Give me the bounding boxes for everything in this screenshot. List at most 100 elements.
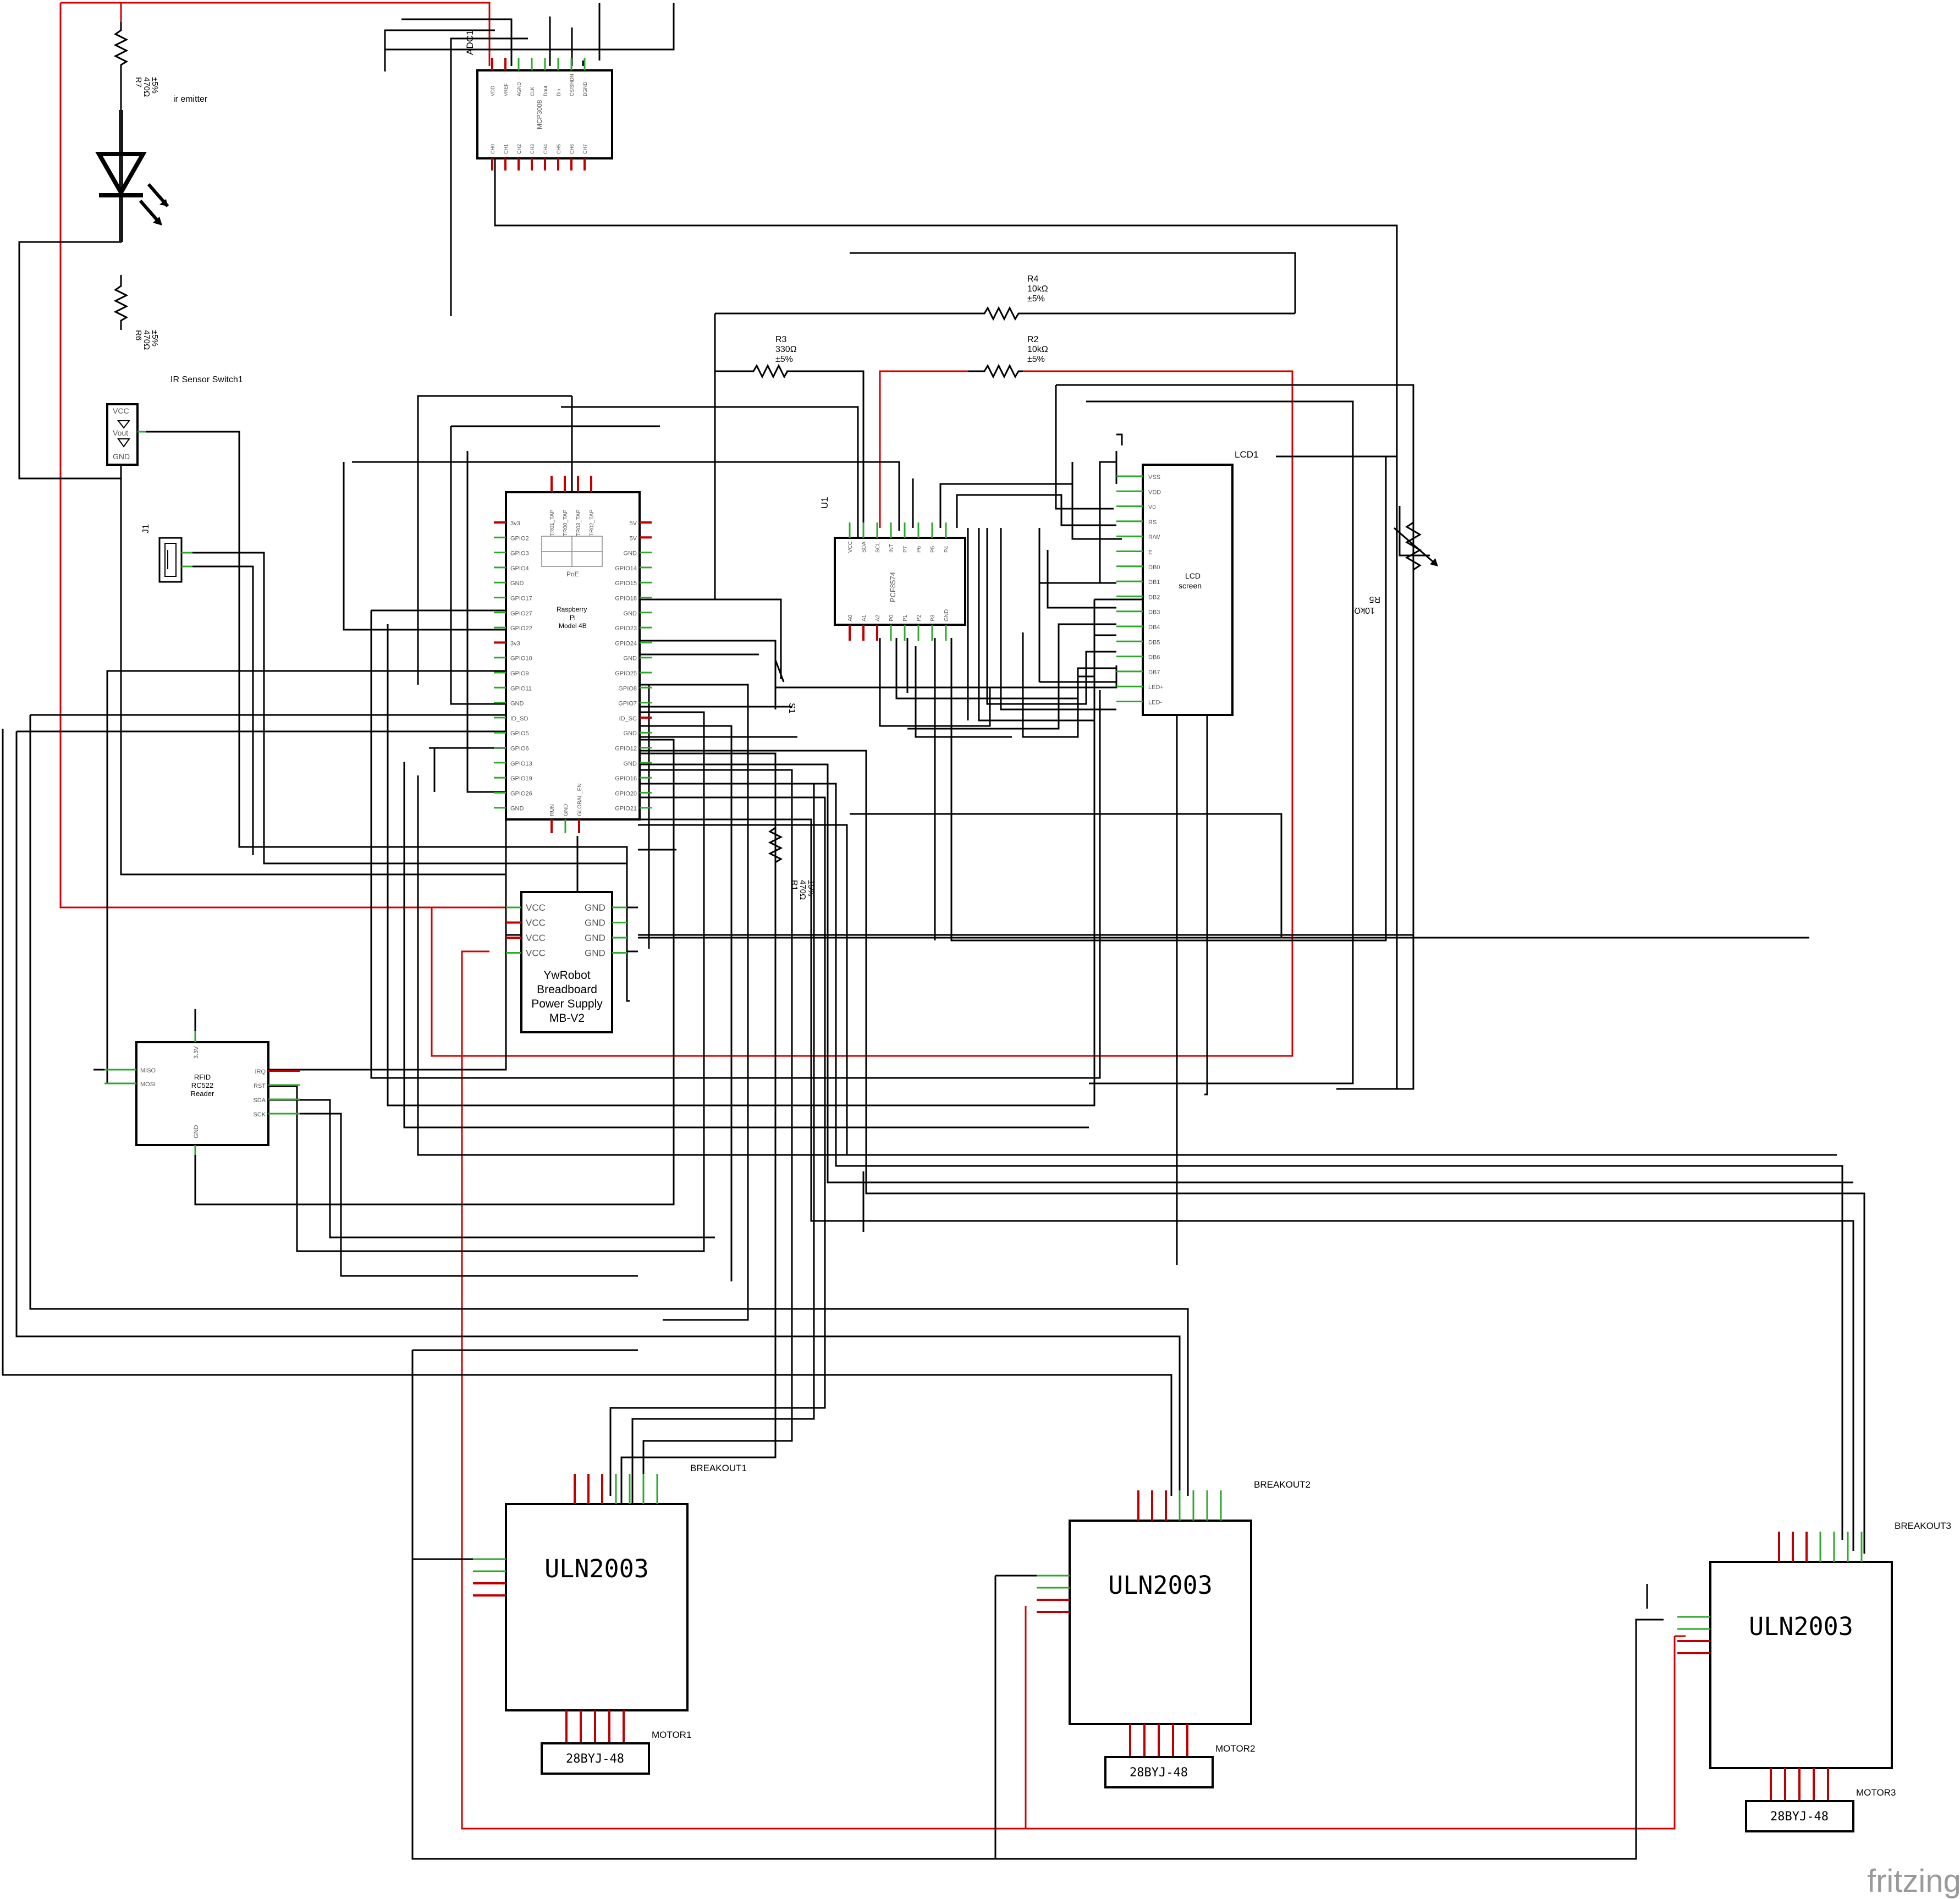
rfid-right-pin-label: SDA	[253, 1097, 266, 1104]
breakout-label: BREAKOUT2	[1254, 1479, 1311, 1490]
adc-top-pin-label: VREF	[503, 82, 509, 96]
rpi-left-pin-label: GPIO6	[510, 746, 529, 752]
pcf-top-pin-label: VCC	[847, 541, 854, 553]
r1-ref: R1	[790, 880, 799, 890]
stepper-motor	[1104, 1756, 1214, 1788]
lcd-display: LCD1 LCD screen VSSVDDV0RSR/WEDB0DB1DB2D…	[1116, 449, 1258, 716]
adc-top-pin-label: VDD	[490, 85, 495, 96]
resistor-r6: R6 470Ω ±5%	[113, 275, 159, 350]
pcf-bottom-pin-label: P2	[916, 614, 922, 621]
rfid-pin-3v3: 3.3V	[193, 1046, 200, 1059]
lcd-pin-label: RS	[1148, 519, 1157, 526]
rpi-bottom-pin-label: GND	[563, 804, 569, 816]
adc-bottom-pin-label: CH2	[516, 144, 522, 154]
rpi-left-pin-label: GPIO11	[510, 685, 532, 692]
rpi-left-pin-label: 3v3	[510, 640, 520, 647]
rpi-poe-pin-label: TR03_TAP	[576, 509, 582, 536]
pcf-top-pin-label: INT	[889, 544, 895, 553]
rpi-left-pin-label: GPIO13	[510, 761, 532, 767]
psu-left-pin-label: VCC	[526, 933, 546, 943]
potentiometer-r5: R5 10kΩ	[1354, 503, 1438, 615]
motor-drivers: ULN2003BREAKOUT128BYJ-48MOTOR1ULN2003BRE…	[473, 1463, 1951, 1832]
rpi-poe-pin-label: TR00_TAP	[563, 509, 569, 536]
rpi-right-pin-label: GPIO25	[615, 670, 637, 677]
r4-tol: ±5%	[1027, 294, 1045, 304]
ir-pin-gnd: GND	[113, 452, 130, 461]
r4-ref: R4	[1027, 274, 1039, 284]
adc-chip: MCP3008	[536, 100, 543, 129]
rfid-left-pin-label: MISO	[140, 1067, 156, 1074]
rpi-right-pin-label: GPIO16	[615, 775, 637, 782]
psu-title-1: YwRobot	[543, 969, 590, 982]
r1-value: 470Ω	[798, 880, 807, 900]
rpi-left-pin-label: GPIO4	[510, 565, 529, 572]
pcf-top-pin-label: P7	[902, 546, 909, 553]
rpi-left-pin-label: GND	[510, 701, 524, 707]
rpi-left-pin-label: GPIO17	[510, 596, 532, 602]
adc-top-pin-label: CLK	[530, 86, 535, 96]
rpi-left-pin-label: GPIO9	[510, 670, 529, 677]
r4-value: 10kΩ	[1027, 284, 1048, 294]
rpi-bottom-pin-label: RUN	[549, 804, 555, 816]
r7-value: 470Ω	[142, 77, 151, 97]
rpi-left-pin-label: GND	[510, 580, 524, 587]
ir-emitter-led: ir emitter	[95, 95, 208, 242]
stepper-motor	[1745, 1800, 1854, 1832]
lcd-pin-label: DB3	[1148, 609, 1160, 616]
rpi-right-pin-label: GPIO12	[615, 746, 637, 752]
lcd-pin-label: DB2	[1148, 594, 1160, 601]
lcd-title: LCD	[1185, 571, 1201, 580]
resistor-r7: R7 470Ω ±5%	[113, 22, 159, 110]
motor-model: 28BYJ-48	[1130, 1766, 1188, 1780]
psu-title-3: Power Supply	[531, 998, 603, 1010]
adc-bottom-pin-label: CH4	[543, 144, 548, 154]
rpi-right-pin-label: GPIO8	[618, 685, 637, 692]
pcf-bottom-pin-label: A2	[875, 614, 881, 621]
rpi-title-1: Raspberry	[557, 606, 587, 613]
adc-bottom-pin-label: CH3	[530, 144, 535, 154]
pcf-bottom-pin-label: A1	[861, 614, 867, 621]
rfid-title-1: RFID	[194, 1073, 211, 1081]
rpi-poe-label: PoE	[566, 570, 579, 578]
pcf-top-pin-label: P5	[930, 546, 936, 553]
r7-tol: ±5%	[150, 77, 159, 93]
lcd-pin-label: V0	[1148, 504, 1155, 511]
rpi-right-pin-label: GPIO14	[615, 565, 637, 572]
lcd-subtitle: screen	[1179, 581, 1202, 590]
rpi-right-pin-label: GPIO23	[615, 625, 637, 632]
ir-sensor-title: IR Sensor Switch1	[170, 375, 243, 384]
lcd-pin-label: LED+	[1148, 684, 1164, 691]
rpi-right-pin-label: 5V	[630, 535, 637, 542]
signal-wires	[2, 3, 1865, 1860]
pcf-ref: U1	[819, 497, 830, 509]
rpi-title-2: Pi	[570, 614, 576, 621]
rpi-left-pin-label: GPIO19	[510, 775, 532, 782]
motor-model: 28BYJ-48	[1770, 1810, 1829, 1824]
rpi-left-pin-label: 3v3	[510, 520, 520, 527]
rpi-right-pin-label: GND	[624, 610, 637, 617]
r5-ref: R5	[1369, 595, 1380, 604]
r3-ref: R3	[775, 335, 787, 344]
pcf-top-pin-label: SCL	[875, 542, 881, 553]
driver-chip-label: ULN2003	[544, 1554, 649, 1583]
rfid-right-pin-label: IRQ	[255, 1069, 266, 1075]
psu-right-pin-label: GND	[585, 933, 605, 943]
rpi-poe-pin-label: TR02_TAP	[589, 509, 595, 536]
motor-model: 28BYJ-48	[566, 1752, 624, 1766]
rfid-title-3: Reader	[191, 1089, 214, 1098]
r5-value: 10kΩ	[1354, 606, 1375, 615]
rfid-right-pin-label: SCK	[253, 1111, 266, 1118]
rpi-left-pin-label: GPIO27	[510, 610, 532, 617]
s1-label: S1	[787, 703, 796, 714]
rpi-right-pin-label: GND	[624, 761, 637, 767]
rfid-title-2: RC522	[191, 1081, 213, 1089]
lcd-pin-label: DB4	[1148, 624, 1160, 631]
r2-tol: ±5%	[1027, 355, 1045, 364]
rpi-left-pin-label: ID_SD	[510, 715, 528, 722]
resistor-r2: R2 10kΩ ±5%	[968, 335, 1048, 379]
rpi-left-pin-label: GPIO2	[510, 535, 529, 542]
ir-pin-vcc: VCC	[113, 406, 129, 415]
